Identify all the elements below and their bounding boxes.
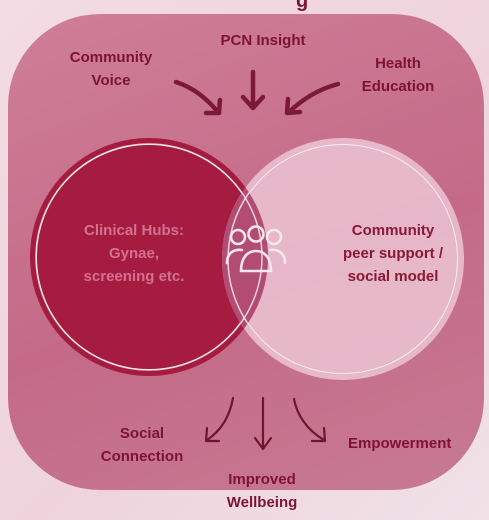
arrow-social-connection [205,396,235,442]
arrow-health-education [286,81,341,115]
label-social-connection: Social Connection [100,425,184,465]
arrow-community-voice [173,79,221,115]
group-people-icon [225,225,287,273]
label-pcn-insight: PCN Insight [220,32,306,49]
label-clinical-hubs: Clinical Hubs: Gynae, screening etc. [83,222,185,285]
label-community-voice: Community Voice [69,49,153,89]
label-empowerment: Empowerment [348,435,452,452]
title-fragment: g [296,0,309,12]
arrow-empowerment [292,397,326,442]
label-improved-wellbeing: Improved Wellbeing [226,471,298,511]
label-health-education: Health Education [361,55,435,95]
label-community-peer-support: Community peer support / social model [342,222,443,285]
